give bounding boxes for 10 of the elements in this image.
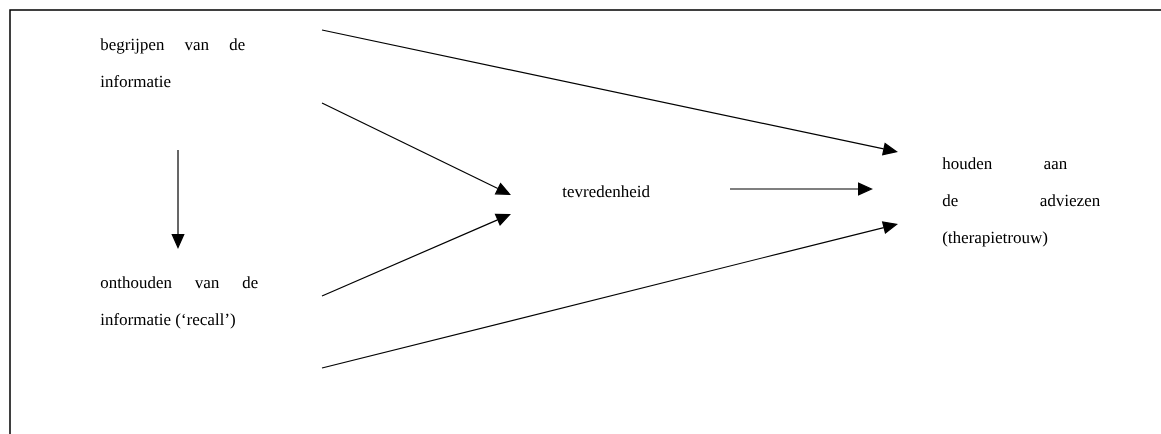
node-text: begrijpen van de informatie bbox=[100, 38, 245, 88]
node-text: houden aan de adviezen (therapietrouw) bbox=[942, 157, 1100, 247]
arrow bbox=[321, 221, 898, 369]
arrow bbox=[321, 102, 511, 195]
arrow bbox=[171, 149, 185, 249]
node-text: tevredenheid bbox=[562, 185, 650, 198]
arrow bbox=[321, 213, 511, 297]
arrow bbox=[729, 182, 873, 196]
node-text: onthouden van de informatie (‘recall’) bbox=[100, 276, 258, 329]
arrow bbox=[321, 29, 898, 156]
